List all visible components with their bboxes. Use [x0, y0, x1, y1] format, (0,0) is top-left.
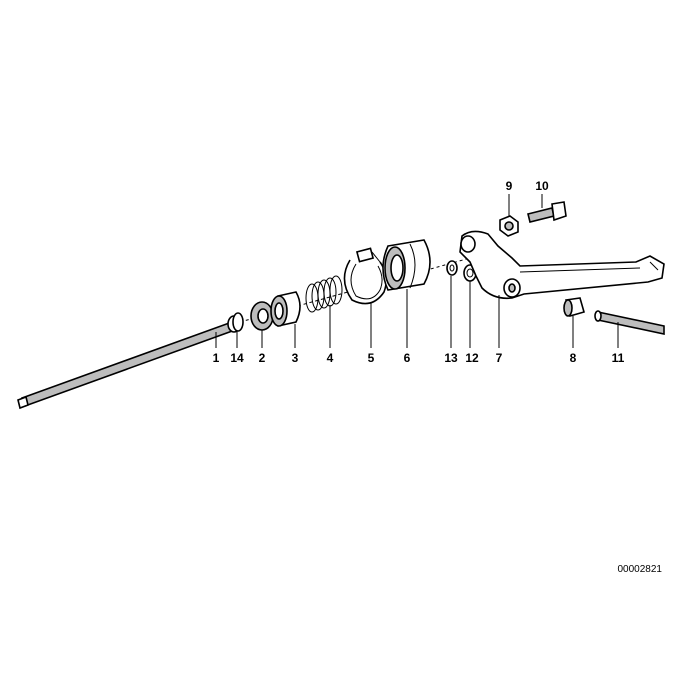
pin-part [594, 310, 665, 335]
callout-9: 9 [506, 179, 513, 193]
boot-collar-part [382, 239, 431, 291]
grommet-part [250, 301, 274, 331]
callout-10: 10 [535, 179, 549, 193]
spring-part [305, 275, 343, 313]
bushing-part [270, 291, 301, 327]
bolt-part [527, 201, 567, 223]
callout-5: 5 [368, 351, 375, 365]
leader-lines [215, 194, 619, 348]
callout-3: 3 [292, 351, 299, 365]
callout-8: 8 [570, 351, 577, 365]
callout-11: 11 [612, 351, 625, 365]
callout-12: 12 [465, 351, 479, 365]
callout-1: 1 [213, 351, 220, 365]
assembly-axis [239, 257, 471, 323]
washer-14-part [232, 312, 244, 332]
clamp-band-part [343, 247, 388, 305]
washer-13-part [446, 260, 458, 276]
sleeve-part [563, 297, 585, 317]
push-rod-part [17, 315, 241, 410]
callout-4: 4 [327, 351, 334, 365]
nut-part [499, 215, 519, 237]
release-lever-part [459, 230, 665, 300]
callout-6: 6 [404, 351, 411, 365]
callout-13: 13 [444, 351, 458, 365]
callout-14: 14 [230, 351, 244, 365]
document-number: 00002821 [618, 564, 663, 575]
callout-7: 7 [496, 351, 503, 365]
callout-2: 2 [259, 351, 266, 365]
callout-labels: 1 14 2 3 4 5 6 13 12 7 8 11 9 10 [213, 179, 625, 365]
